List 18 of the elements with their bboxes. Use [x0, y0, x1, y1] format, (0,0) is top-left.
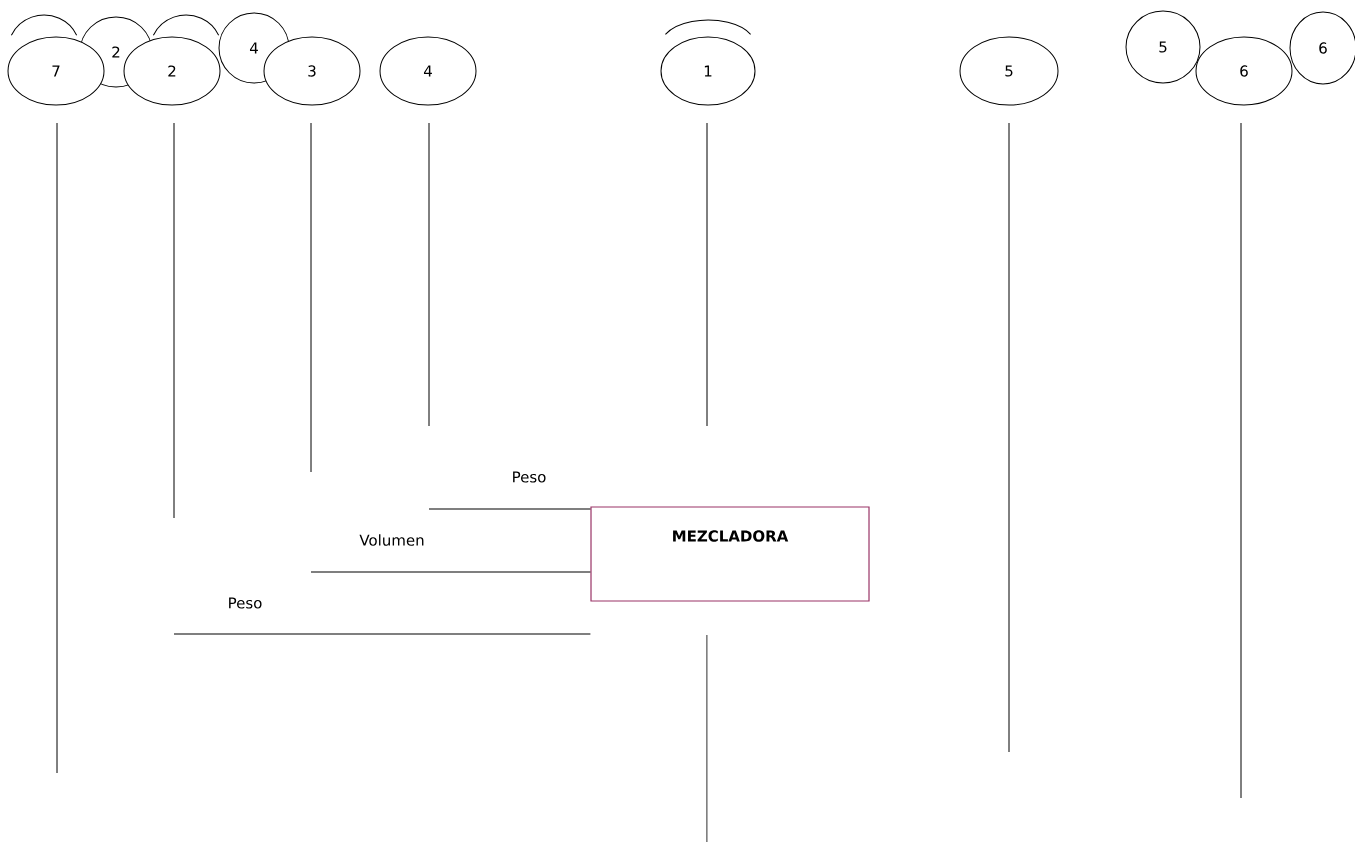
- oval-arc: [152, 14, 220, 36]
- numbered-oval: 1: [660, 36, 756, 106]
- numbered-oval: 2: [123, 36, 221, 106]
- oval-arc: [664, 19, 752, 35]
- numbered-oval: 4: [379, 36, 477, 106]
- numbered-oval: 6: [1195, 36, 1293, 106]
- numbered-oval: 3: [263, 36, 361, 106]
- numbered-oval: 5: [1125, 10, 1201, 84]
- numbered-oval: 7: [7, 36, 105, 106]
- edge-label: Peso: [510, 470, 548, 484]
- edge-label: Peso: [226, 596, 264, 610]
- oval-arc: [10, 14, 78, 36]
- edge-label: Volumen: [358, 533, 426, 547]
- connector-line: [173, 633, 591, 635]
- connector-line: [428, 508, 591, 510]
- connector-line: [310, 571, 591, 573]
- process-box: MEZCLADORA: [590, 506, 870, 602]
- numbered-oval: 5: [959, 36, 1059, 106]
